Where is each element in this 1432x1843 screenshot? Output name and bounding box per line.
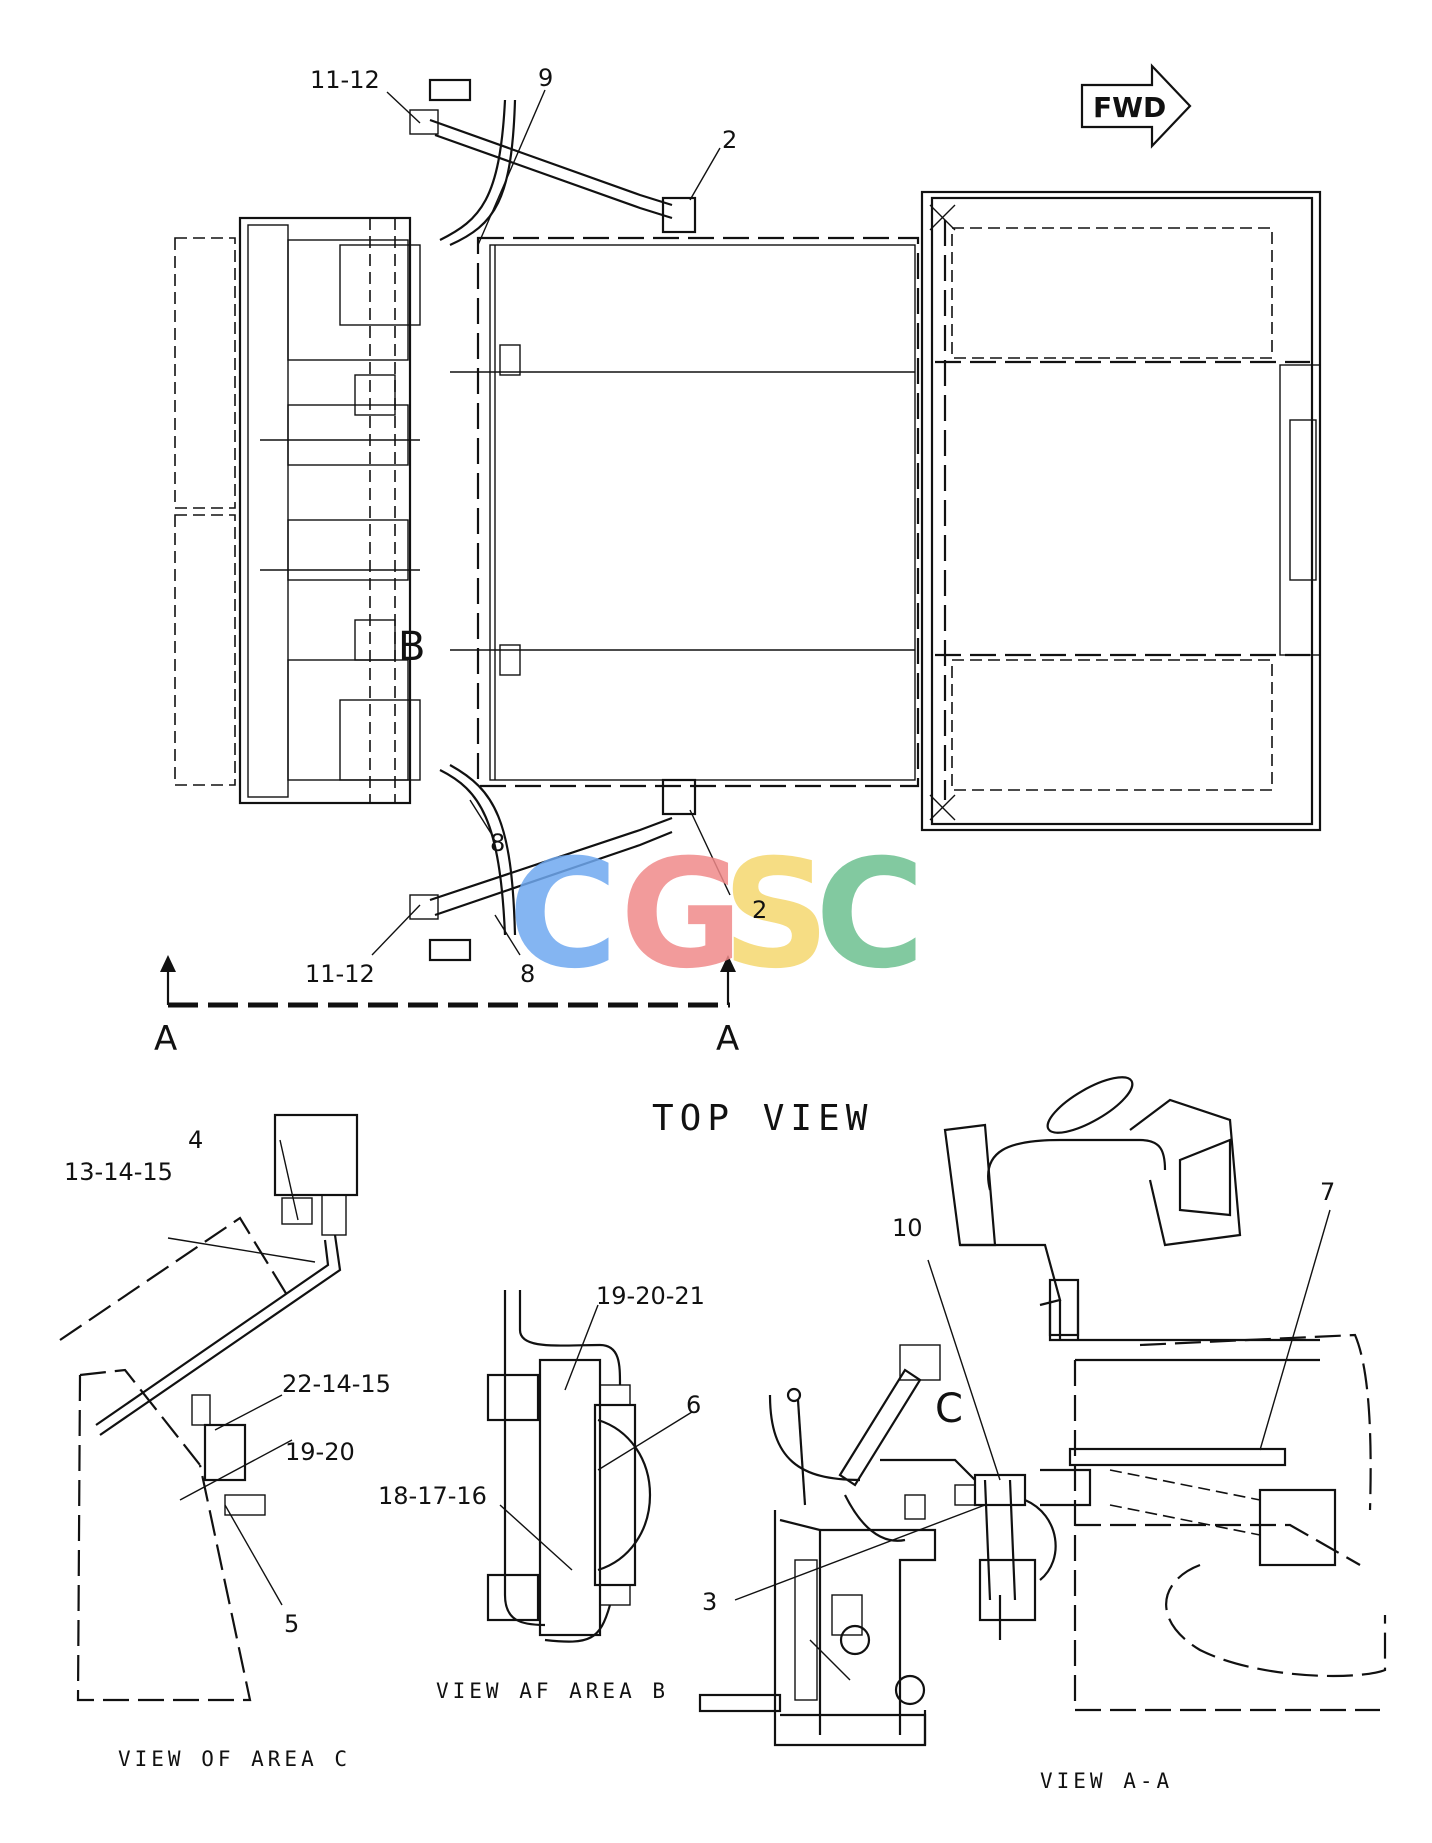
callout-13-14-15: 13-14-15 [64, 1158, 173, 1186]
callout-22-14-15: 22-14-15 [282, 1370, 391, 1398]
fwd-arrow-label: FWD [1093, 91, 1166, 124]
callout-19-20: 19-20 [285, 1438, 355, 1466]
watermark-letter-c1: C [508, 828, 618, 1002]
watermark: C G S C [508, 828, 925, 1002]
watermark-letter-c2: C [815, 828, 925, 1002]
section-mark-left: A [154, 1019, 177, 1059]
area-c-label: C [935, 1386, 963, 1432]
view-area-b-drawing [486, 1290, 693, 1643]
view-area-c-drawing [59, 1113, 359, 1702]
watermark-letter-g: G [620, 828, 743, 1002]
callout-8-upper: 8 [490, 829, 505, 857]
callout-2-top: 2 [722, 126, 737, 154]
caption-view-a-a: VIEW A-A [1040, 1769, 1173, 1793]
top-view-leaders [371, 89, 731, 956]
callout-11-12-bottom: 11-12 [305, 960, 375, 988]
caption-top-view: TOP VIEW [652, 1098, 873, 1139]
view-area-b-labels: 19-20-21 6 18-17-16 VIEW AF AREA B [378, 1282, 705, 1703]
top-view-drawing [160, 63, 1322, 1008]
area-b-label: B [398, 624, 425, 670]
watermark-letter-s: S [722, 828, 830, 1002]
callout-9: 9 [538, 64, 553, 92]
callout-2-bottom: 2 [752, 896, 767, 924]
callout-4: 4 [188, 1126, 203, 1154]
callout-7: 7 [1320, 1178, 1335, 1206]
caption-view-area-b: VIEW AF AREA B [436, 1679, 669, 1703]
caption-view-area-c: VIEW OF AREA C [118, 1747, 351, 1771]
top-view-labels: 11-12 9 2 8 2 11-12 8 B A A FWD TOP VIEW [154, 64, 1166, 1139]
callout-3: 3 [702, 1588, 717, 1616]
callout-11-12-top: 11-12 [310, 66, 380, 94]
view-a-a-drawing [698, 1076, 1387, 1747]
view-a-a-labels: 10 7 3 VIEW A-A [702, 1178, 1335, 1793]
callout-6: 6 [686, 1391, 701, 1419]
callout-8-lower: 8 [520, 960, 535, 988]
section-mark-right: A [716, 1019, 739, 1059]
callout-18-17-16: 18-17-16 [378, 1482, 487, 1510]
view-area-c-labels: 4 13-14-15 22-14-15 19-20 5 C VIEW OF AR… [64, 1126, 963, 1771]
callout-19-20-21: 19-20-21 [596, 1282, 705, 1310]
callout-10: 10 [892, 1214, 923, 1242]
callout-5: 5 [284, 1610, 299, 1638]
